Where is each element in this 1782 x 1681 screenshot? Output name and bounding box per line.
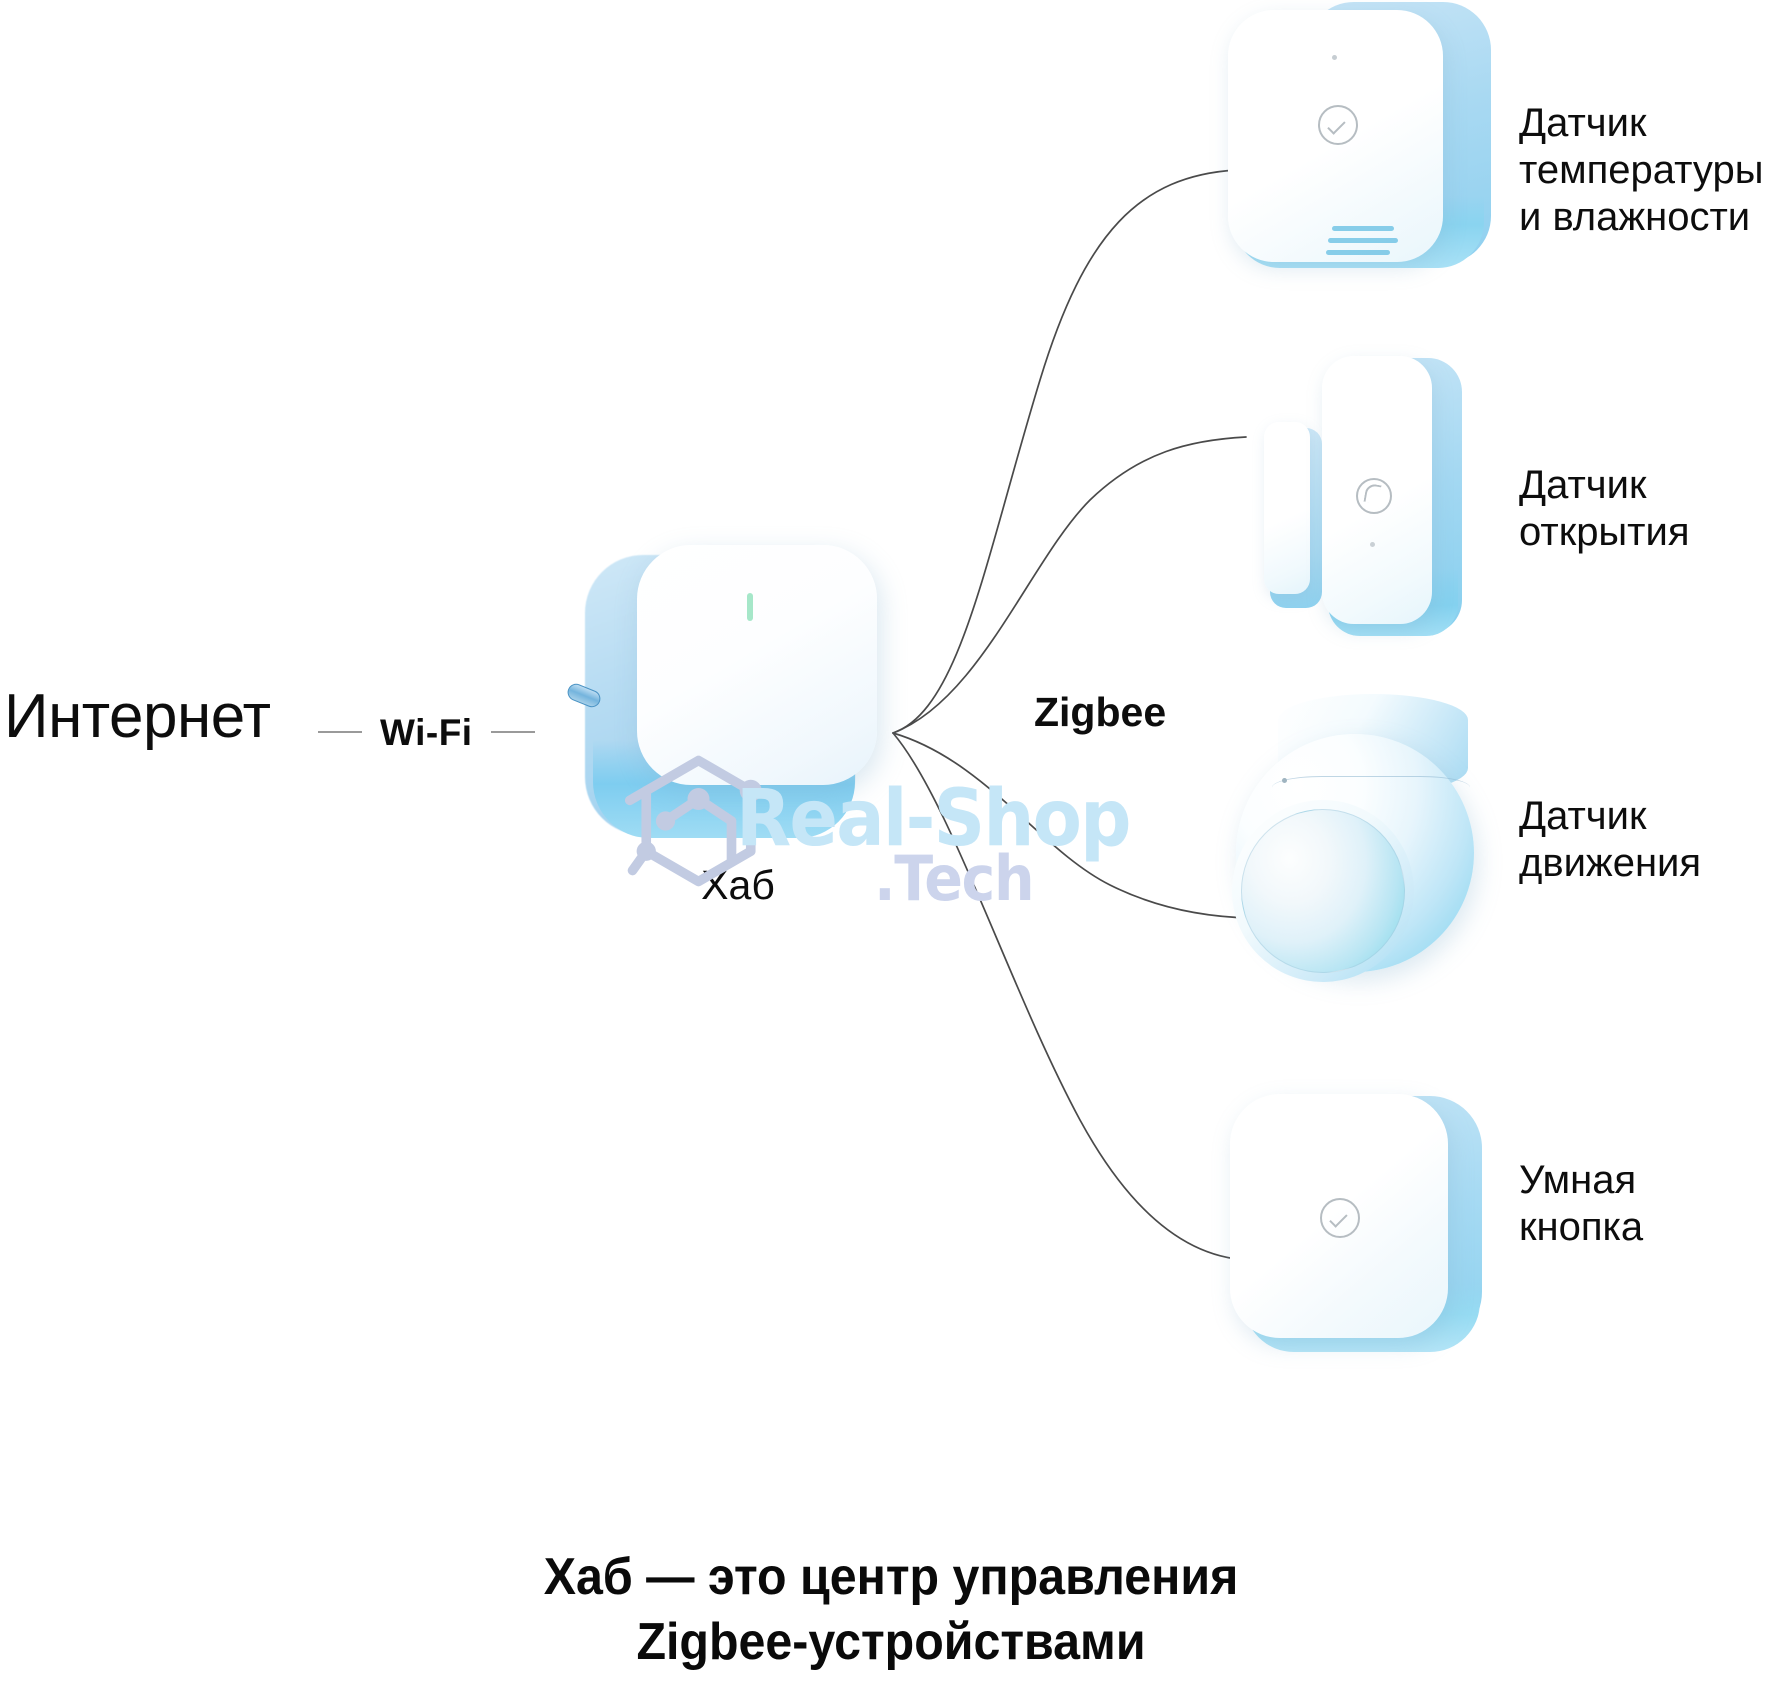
open-circle-logo-icon	[1356, 478, 1392, 514]
sensor-pinhole-icon	[1370, 542, 1375, 547]
smart-button-device	[1222, 1092, 1502, 1382]
opening-sensor-label: Датчик открытия	[1519, 463, 1690, 555]
hub-device: Хаб	[565, 545, 905, 906]
motion-sensor	[1215, 692, 1506, 999]
motion-sensor-pinhole-icon	[1282, 778, 1287, 783]
wifi-connector: Wi-Fi	[318, 712, 535, 752]
motion-sensor-seam	[1272, 776, 1470, 799]
hub-status-led-icon	[747, 593, 753, 621]
link-to-smart-button	[892, 732, 1249, 1261]
motion-sensor-label: Датчик движения	[1519, 794, 1702, 886]
wifi-dash-right-icon	[490, 731, 535, 733]
vent-slat-icon	[1328, 238, 1398, 243]
temperature-humidity-sensor	[1228, 0, 1498, 300]
diagram-caption: Хаб — это центр управления Zigbee-устрой…	[543, 1548, 1239, 1671]
internet-label: Интернет	[4, 682, 271, 751]
wifi-label: Wi-Fi	[380, 711, 473, 753]
magnet-part	[1264, 422, 1310, 594]
temperature-humidity-sensor-label: Датчик температуры и влажности	[1519, 101, 1764, 240]
vent-slat-icon	[1332, 226, 1394, 231]
link-to-temperature-sensor	[892, 169, 1237, 734]
wifi-dash-left-icon	[318, 731, 362, 733]
hub-label: Хаб	[701, 862, 775, 908]
check-circle-logo-icon	[1318, 105, 1358, 145]
sensor-pinhole-icon	[1332, 55, 1337, 60]
vent-slat-icon	[1326, 250, 1390, 255]
check-circle-logo-icon	[1320, 1198, 1360, 1238]
link-to-motion-sensor	[892, 732, 1251, 919]
zigbee-label: Zigbee	[1034, 689, 1167, 735]
opening-sensor	[1246, 352, 1496, 664]
hub-front-face	[637, 545, 877, 785]
smart-button-label: Умная кнопка	[1519, 1158, 1644, 1250]
